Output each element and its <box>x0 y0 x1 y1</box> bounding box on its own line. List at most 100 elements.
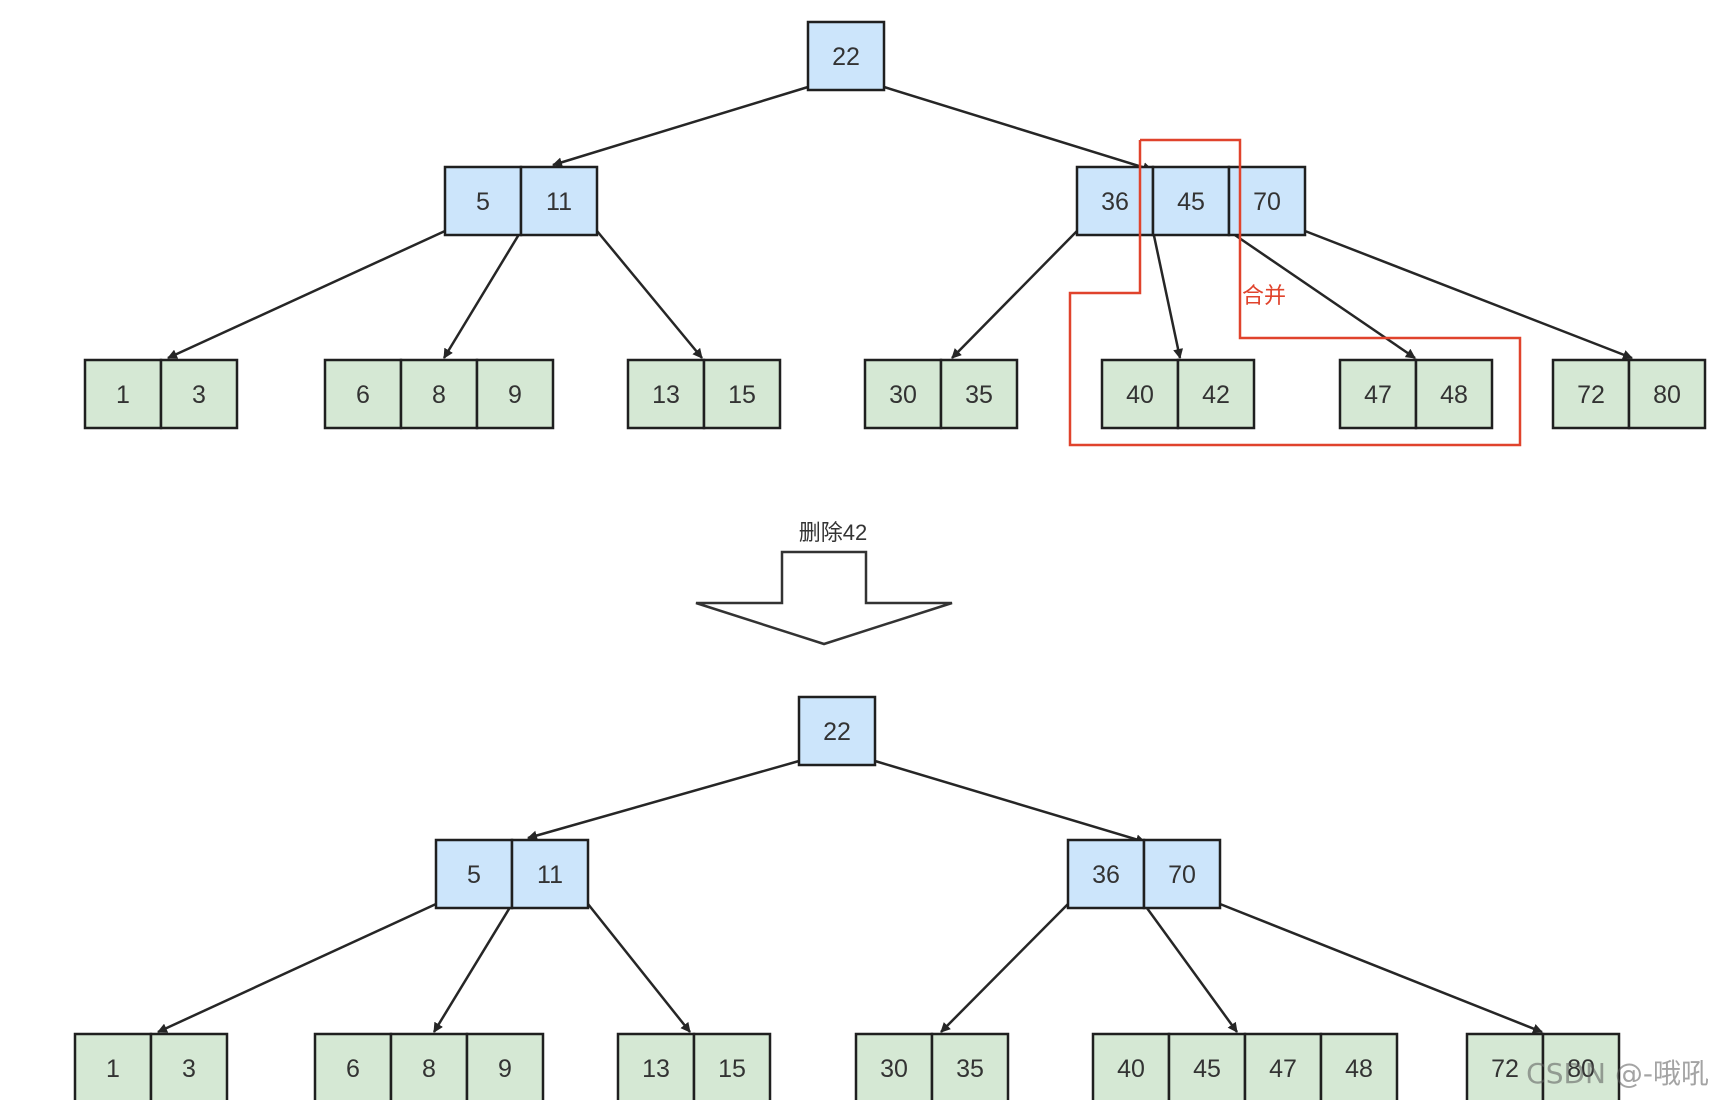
key-label: 1 <box>106 1055 120 1083</box>
key-cell <box>149 1032 229 1100</box>
tree-edge <box>1151 230 1184 359</box>
key-label: 6 <box>346 1055 360 1083</box>
key-label: 45 <box>1177 188 1205 216</box>
key-label: 30 <box>880 1055 908 1083</box>
leaf-node: 13 15 <box>626 358 782 430</box>
tree-edge <box>587 903 691 1033</box>
key-cell <box>1176 358 1256 430</box>
key-cell <box>1627 358 1707 430</box>
key-label: 36 <box>1101 188 1129 216</box>
tree-edge <box>157 902 437 1034</box>
leaf-node: 47 48 <box>1338 358 1494 430</box>
key-cell <box>1100 358 1180 430</box>
key-cell <box>389 1032 469 1100</box>
down-arrow-icon <box>695 550 953 646</box>
key-label: 30 <box>889 381 917 409</box>
key-label: 47 <box>1364 381 1392 409</box>
key-cell <box>702 358 782 430</box>
tree-edge <box>552 85 809 168</box>
key-cell <box>930 1032 1010 1100</box>
key-label: 11 <box>537 861 563 889</box>
key-cell <box>434 838 514 910</box>
key-label: 45 <box>1193 1055 1221 1083</box>
key-cell <box>73 1032 153 1100</box>
key-label: 9 <box>508 381 522 409</box>
key-cell <box>806 20 886 92</box>
key-cell <box>1414 358 1494 430</box>
key-label: 3 <box>182 1055 196 1083</box>
tree-edge <box>596 230 703 359</box>
key-cell <box>1465 1032 1545 1100</box>
tree-edge <box>442 230 523 359</box>
key-label: 8 <box>432 381 446 409</box>
internal-node-left: 5 11 <box>434 838 590 910</box>
key-cell <box>313 1032 393 1100</box>
merge-label: 合并 <box>1242 283 1286 308</box>
key-label: 40 <box>1126 381 1154 409</box>
root-node: 22 <box>797 695 877 767</box>
tree-edge <box>1219 902 1543 1034</box>
key-label: 15 <box>718 1055 746 1083</box>
key-label: 13 <box>652 381 680 409</box>
key-label: 36 <box>1092 861 1120 889</box>
leaf-node: 72 80 <box>1465 1032 1621 1100</box>
key-label: 42 <box>1202 381 1230 409</box>
key-label: 40 <box>1117 1055 1145 1083</box>
leaf-node: 30 35 <box>854 1032 1010 1100</box>
key-label: 1 <box>116 381 130 409</box>
key-cell <box>616 1032 696 1100</box>
key-label: 8 <box>422 1055 436 1083</box>
tree-edge <box>167 229 446 360</box>
tree-edge <box>432 903 514 1033</box>
key-label: 35 <box>956 1055 984 1083</box>
key-label: 70 <box>1168 861 1196 889</box>
key-label: 9 <box>498 1055 512 1083</box>
key-label: 15 <box>728 381 756 409</box>
tree-edge <box>527 759 800 841</box>
key-cell <box>939 358 1019 430</box>
key-cell <box>1319 1032 1399 1100</box>
delete-step-label: 删除42 <box>799 520 867 545</box>
tree-edge <box>1304 229 1633 360</box>
leaf-node: 40 42 <box>1100 358 1256 430</box>
key-label: 11 <box>546 188 572 216</box>
key-label: 72 <box>1577 381 1605 409</box>
watermark: CSDN @-哦吼 <box>1526 1057 1709 1090</box>
key-label: 13 <box>642 1055 670 1083</box>
key-cell <box>1227 165 1307 237</box>
leaf-node: 30 35 <box>863 358 1019 430</box>
key-label: 22 <box>832 43 860 71</box>
key-label: 80 <box>1653 381 1681 409</box>
key-cell <box>1091 1032 1171 1100</box>
tree-edge <box>874 759 1146 845</box>
key-cell <box>692 1032 772 1100</box>
key-label: 80 <box>1567 1055 1595 1083</box>
key-label: 48 <box>1440 381 1468 409</box>
key-cell <box>626 358 706 430</box>
key-cell <box>510 838 590 910</box>
key-label: 5 <box>467 861 481 889</box>
key-cell <box>1142 838 1222 910</box>
key-cell <box>399 358 479 430</box>
key-cell <box>323 358 403 430</box>
tree-edges <box>157 85 1633 1034</box>
key-cell <box>465 1032 545 1100</box>
key-label: 35 <box>965 381 993 409</box>
tree-edge <box>940 903 1069 1033</box>
root-node: 22 <box>806 20 886 92</box>
key-cell <box>519 165 599 237</box>
tree-edge <box>951 230 1078 359</box>
key-label: 47 <box>1269 1055 1297 1083</box>
key-cell <box>797 695 877 767</box>
tree-edge <box>1142 903 1239 1033</box>
internal-node-right: 36 70 <box>1066 838 1222 910</box>
key-label: 72 <box>1491 1055 1519 1083</box>
key-cell <box>159 358 239 430</box>
